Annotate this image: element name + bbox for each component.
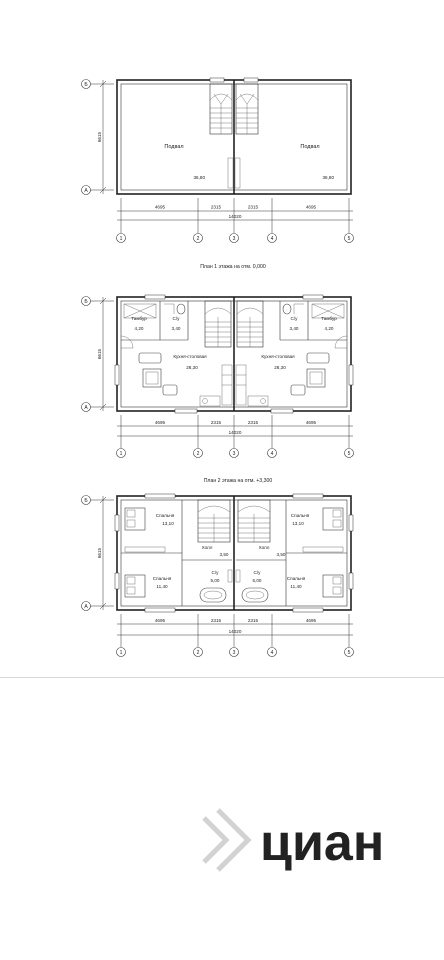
hall-label-right: Холл [259,545,270,550]
wc-label-left: С/у [173,316,181,321]
axis-5-plan2: 5 [348,650,351,656]
hall-area-left: 3,50 [220,552,229,557]
basement-room-right: Подвал [300,144,319,150]
hall-area-right: 3,50 [277,552,286,557]
dim-height-plan2: 6615 [97,547,102,558]
ground-floor-plan: Тамбур 4,20 Тамбур 4,20 С/у 3,40 С/у 3,4… [81,294,354,458]
axis-b-plan0: Б [84,82,88,88]
dim-height-plan1: 6615 [97,348,102,359]
kitchen-label-right: Кухня-столовая [261,354,295,359]
dim-total-plan1: 14020 [229,430,242,435]
axis-a-plan2: А [84,604,88,610]
bedroom-area-1-right: 13,10 [292,521,304,526]
bedroom-label-1-left: Спальня [156,513,175,518]
axis-2-plan2: 2 [197,650,200,656]
vestibule-label-left: Тамбур [131,316,147,321]
bath-area-left: 5,00 [211,578,220,583]
kitchen-area-left: 28,30 [186,365,198,370]
bedroom-area-1-left: 13,10 [162,521,174,526]
vestibule-area-right: 4,20 [325,326,334,331]
drawing-sheet: Подвал Подвал 36,80 36,80 6615 Б А 4695 … [81,77,354,657]
axis-1-plan0: 1 [120,236,123,242]
cian-logo-icon [202,808,252,872]
axis-4-plan1: 4 [271,451,274,457]
bedroom-area-2-left: 11,40 [156,584,168,589]
bedroom-area-2-right: 11,40 [290,584,302,589]
bedroom-label-2-left: Спальня [153,576,172,581]
dim-seg3-plan2: 2315 [248,618,259,623]
dim-total-plan0: 14020 [229,214,242,219]
dim-seg1-plan1: 4695 [155,420,166,425]
wc-label-right: С/у [291,316,299,321]
axis-2-plan1: 2 [197,451,200,457]
wc-area-right: 3,40 [290,326,299,331]
bath-label-right: С/у [254,570,262,575]
title-plan1: План 1 этажа на отм. 0,000 [200,264,266,270]
dim-seg1-plan0: 4695 [155,205,166,210]
axis-b-plan1: Б [84,299,88,305]
dim-height-plan0: 6615 [97,131,102,142]
axis-3-plan0: 3 [233,236,236,242]
axis-2-plan0: 2 [197,236,200,242]
axis-4-plan2: 4 [271,650,274,656]
dim-total-plan2: 14020 [229,629,242,634]
dim-seg2-plan1: 2315 [211,420,222,425]
dim-seg1-plan2: 4695 [155,618,166,623]
bath-label-left: С/у [212,570,220,575]
axis-3-plan2: 3 [233,650,236,656]
dim-seg4-plan1: 4695 [306,420,317,425]
axis-5-plan0: 5 [348,236,351,242]
kitchen-area-right: 28,30 [274,365,286,370]
dim-seg2-plan2: 2315 [211,618,222,623]
watermark-text: циан [260,814,384,872]
kitchen-label-left: Кухня-столовая [173,354,207,359]
sheet-edge-divider [0,677,444,678]
upper-floor-plan: Спальня 13,10 Спальня 13,10 Холл 3,50 Хо… [81,493,354,657]
dim-seg3-plan0: 2315 [248,205,259,210]
watermark-logo: циан [202,808,384,872]
axis-3-plan1: 3 [233,451,236,457]
axis-4-plan0: 4 [271,236,274,242]
axis-a-plan0: А [84,188,88,194]
basement-room-left: Подвал [164,144,183,150]
title-plan2: План 2 этажа на отм. +3,300 [204,478,273,484]
hall-label-left: Холл [202,545,213,550]
stair-left [209,83,233,135]
vestibule-area-left: 4,20 [135,326,144,331]
basement-area-right: 36,80 [323,175,335,180]
blank-area [0,678,444,960]
vestibule-label-right: Тамбур [321,316,337,321]
axis-5-plan1: 5 [348,451,351,457]
axis-1-plan2: 1 [120,650,123,656]
basement-area-left: 36,80 [194,175,206,180]
bedroom-label-1-right: Спальня [291,513,310,518]
wc-area-left: 3,40 [172,326,181,331]
axis-b-plan2: Б [84,498,88,504]
stair-right [235,83,259,135]
axis-a-plan1: А [84,405,88,411]
dim-seg3-plan1: 2315 [248,420,259,425]
dim-seg4-plan2: 4695 [306,618,317,623]
floor-plans-drawing: Подвал Подвал 36,80 36,80 6615 Б А 4695 … [81,77,354,657]
axis-1-plan1: 1 [120,451,123,457]
bath-area-right: 5,00 [253,578,262,583]
dim-seg4-plan0: 4695 [306,205,317,210]
dim-seg2-plan0: 2315 [211,205,222,210]
basement-plan: Подвал Подвал 36,80 36,80 6615 Б А 4695 … [81,77,354,243]
bedroom-label-2-right: Спальня [287,576,306,581]
